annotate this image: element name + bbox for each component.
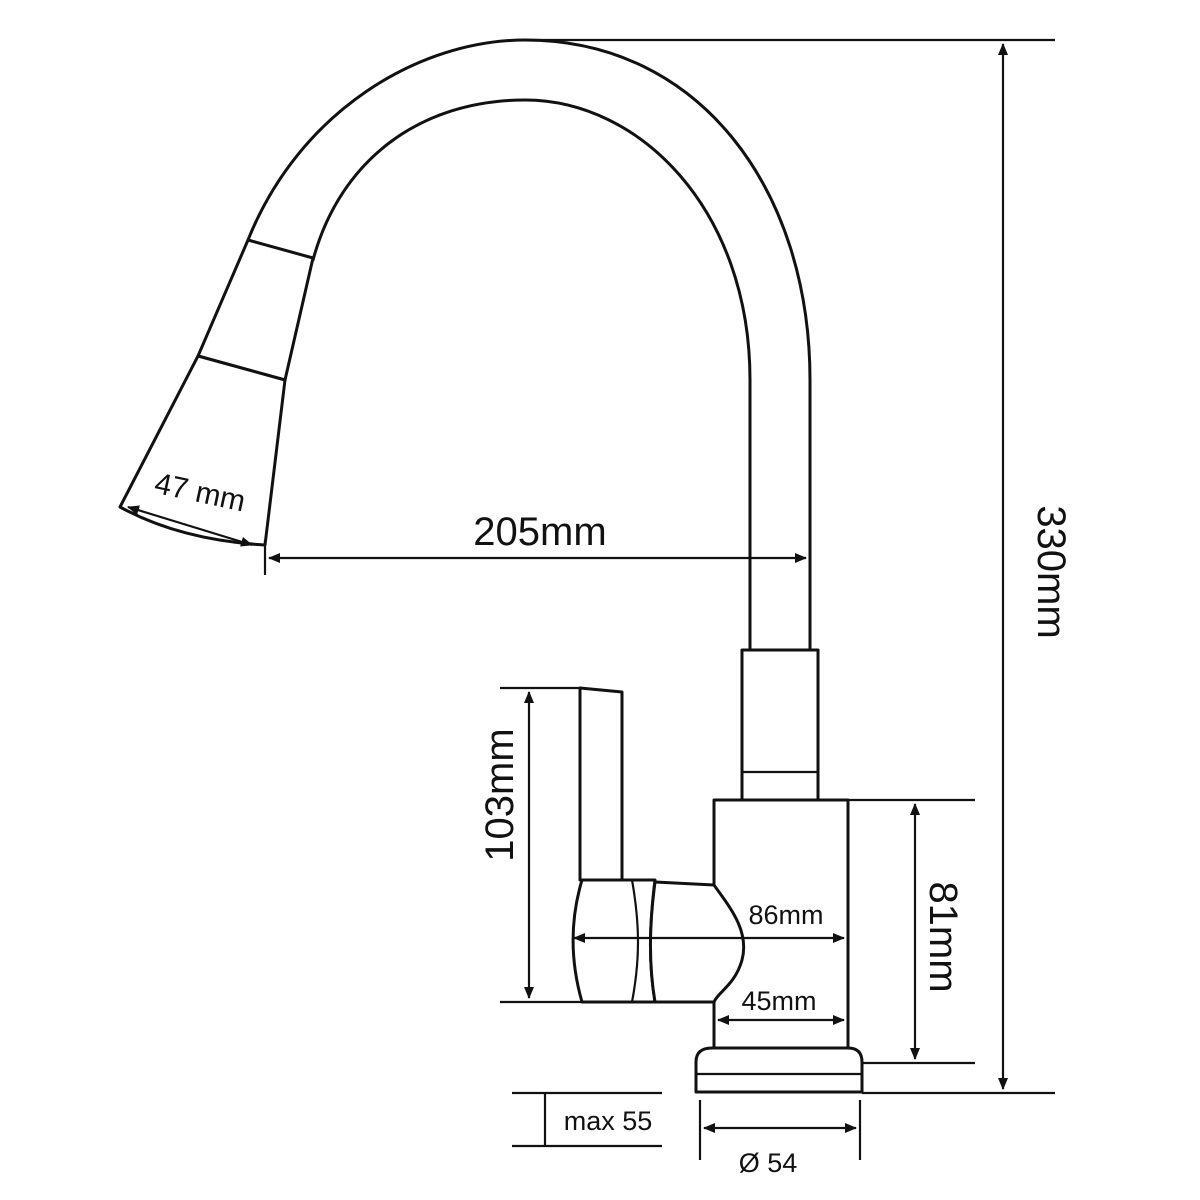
extension-lines	[263, 38, 1055, 1160]
handle-height-label: 103mm	[478, 728, 522, 861]
gooseneck-spout	[246, 38, 812, 652]
spray-head-nozzle	[118, 354, 287, 547]
height-total-label: 330mm	[1029, 505, 1073, 638]
body-height-label: 81mm	[921, 881, 965, 992]
faucet-outline	[118, 38, 864, 1094]
base-diameter-label: Ø 54	[739, 1148, 798, 1178]
spout-connector	[740, 648, 820, 802]
spray-head-arrow	[127, 505, 253, 547]
deck-thickness-label: max 55	[564, 1106, 653, 1136]
body-diameter-label: 45mm	[741, 986, 816, 1016]
lever-handle	[578, 686, 624, 882]
reach-label: 205mm	[473, 510, 606, 554]
dimension-arrows	[127, 43, 1008, 1146]
base-flange	[694, 1046, 864, 1094]
spray-head-collar	[196, 238, 315, 382]
handle-hub	[571, 878, 657, 1004]
body-depth-label: 86mm	[748, 900, 823, 930]
